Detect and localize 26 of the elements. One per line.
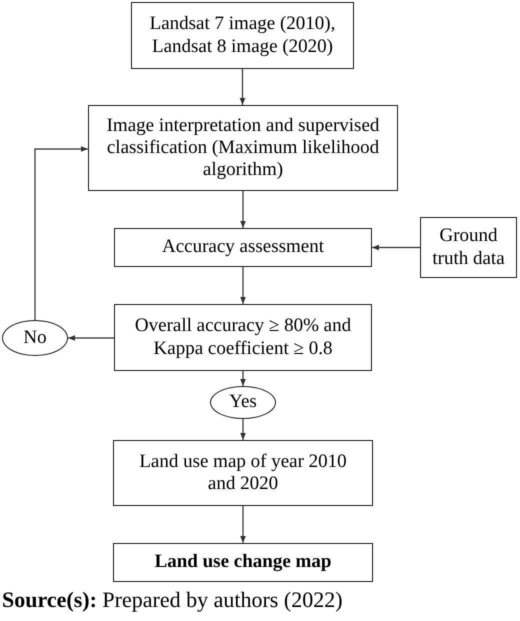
process-box — [420, 217, 517, 278]
process-box — [88, 105, 398, 191]
arrow — [372, 244, 420, 250]
box-text: Yes — [229, 391, 257, 414]
process-box — [113, 440, 373, 506]
box-text: Ground truth data — [431, 225, 506, 270]
source-caption: Source(s): Prepared by authors (2022) — [2, 587, 343, 614]
box-text: Overall accuracy ≥ 80% and Kappa coefficient ≥ 0.8 — [134, 315, 352, 360]
arrow — [34, 146, 88, 320]
process-box — [114, 228, 372, 267]
process-box — [113, 543, 373, 582]
arrow — [240, 191, 246, 228]
box-text: Image interpretation and supervised classification (Maximum likelihood algorithm) — [106, 114, 380, 182]
arrow — [240, 506, 246, 543]
arrow — [240, 267, 246, 304]
process-box — [114, 304, 372, 371]
arrow — [240, 69, 246, 105]
box-text: No — [23, 326, 47, 350]
box-text: Land use map of year 2010 and 2020 — [138, 450, 348, 496]
arrow — [68, 335, 114, 341]
box-text: Landsat 7 image (2010), Landsat 8 image (2020) — [148, 13, 336, 58]
arrow — [240, 419, 246, 440]
process-box — [131, 2, 354, 69]
box-text: Land use change map — [154, 551, 332, 574]
arrow — [240, 371, 246, 386]
box-text: Accuracy assessment — [162, 236, 324, 259]
